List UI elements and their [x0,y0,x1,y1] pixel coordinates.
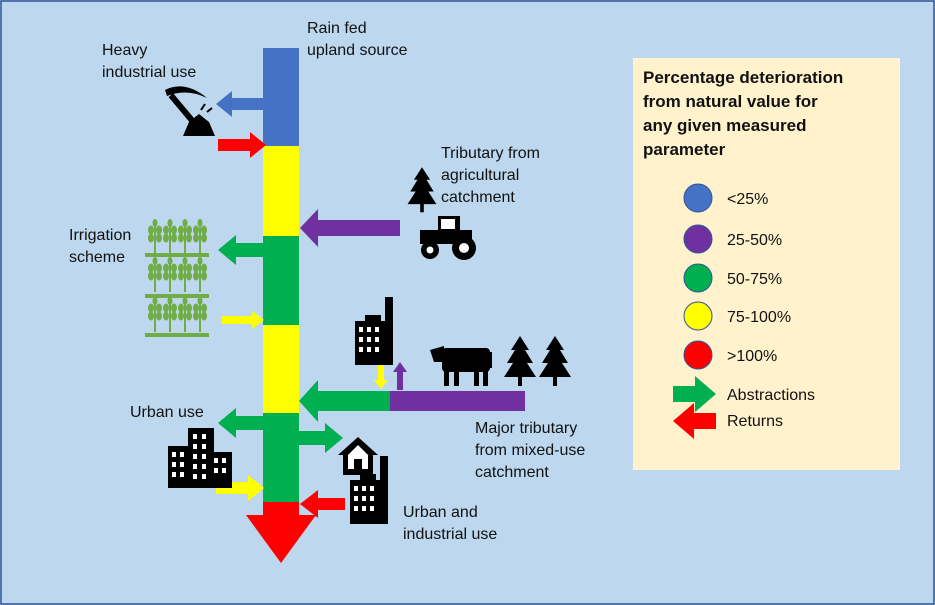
legend-swatch [683,340,713,370]
legend-item-label: 50-75% [727,271,782,288]
abstraction-arrow-urban [218,408,264,438]
legend-title-line2: from natural value for [643,92,818,111]
abstraction-arrow-heavy-industry [216,91,265,117]
legend-title-line4: parameter [643,140,726,159]
legend-abstractions-label: Abstractions [727,387,815,404]
label-urbind-line2: industrial use [403,526,497,543]
label-heavy-line2: industrial use [102,64,196,81]
cow-icon [430,346,492,386]
abstraction-arrow-irrigation [218,235,264,265]
label-irrig-line1: Irrigation [69,227,131,244]
legend-swatch [683,183,713,213]
legend-swatch [683,263,713,293]
legend-swatch [683,224,713,254]
legend-item-label: <25% [727,191,768,208]
river-segment-blue [263,48,299,146]
label-irrig-line2: scheme [69,249,125,266]
label-source-line1: Rain fed [307,20,367,37]
house-icon [338,437,378,475]
label-major-line2: from mixed-use [475,442,585,459]
abstraction-arrow-factory [374,363,388,389]
legend-swatch [683,301,713,331]
abstraction-arrow-urban-industrial [299,423,343,453]
tractor-icon [420,216,476,260]
river-segment-green [263,413,299,502]
label-urbind-line1: Urban and [403,504,478,521]
major-tributary-body [390,391,525,411]
label-major-line3: catchment [475,464,549,481]
return-arrow-urban [216,475,264,501]
label-heavy-line1: Heavy [102,42,147,59]
legend-returns-label: Returns [727,413,783,430]
wheat-icon [145,297,209,337]
river-segment-yellow [263,325,299,413]
pickaxe-icon [165,86,215,136]
river-segment-green [263,236,299,325]
return-arrow-irrigation [222,311,264,329]
river-segment-yellow [263,146,299,236]
legend-title-line1: Percentage deterioration [643,68,843,87]
label-source-line2: upland source [307,42,408,59]
label-urban-use: Urban use [130,404,204,421]
legend-item-label: 25-50% [727,232,782,249]
label-trib-line3: catchment [441,189,515,206]
tributary-arrow-agricultural [300,209,400,247]
return-arrow-urban-industrial [300,490,345,518]
label-trib-line2: agricultural [441,167,519,184]
wheat-icon [145,257,209,298]
legend-abstraction-arrow [673,376,716,412]
tributary-arrow-major [299,380,390,422]
legend-item-label: 75-100% [727,309,791,326]
river-mouth-arrow [246,502,316,563]
legend-return-arrow [673,403,716,439]
legend-title-line3: any given measured [643,116,806,135]
wheat-icon [145,219,209,257]
label-trib-line1: Tributary from [441,145,540,162]
label-major-line1: Major tributary [475,420,577,437]
legend-item-label: >100% [727,348,777,365]
return-arrow-heavy-industry [218,132,266,158]
return-arrow-factory [393,362,407,390]
legend: Percentage deterioration from natural va… [633,58,900,470]
building-icon [168,428,232,488]
